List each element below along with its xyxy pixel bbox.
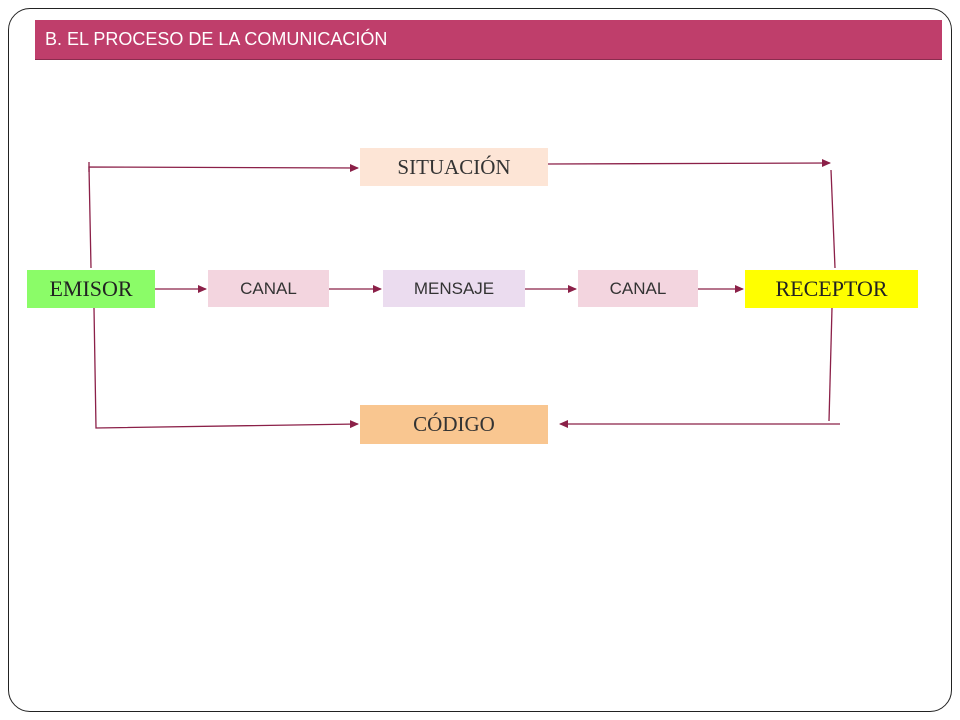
mensaje-label: MENSAJE [413, 278, 495, 298]
codigo-box: CÓDIGO [360, 405, 548, 444]
canal-label-1: CANAL [240, 278, 297, 298]
emisor-box: EMISOR [27, 270, 155, 308]
connector-emisor-situacion [88, 163, 359, 269]
emisor-label: EMISOR [49, 276, 133, 301]
connector-situacion-receptor [547, 159, 831, 168]
canal-box-1: CANAL [208, 270, 329, 307]
canal-label-2: CANAL [609, 278, 667, 298]
connector-emisor-codigo [93, 307, 359, 429]
connector-receptor-down [828, 307, 833, 422]
mensaje-box: MENSAJE [383, 270, 525, 307]
situacion-box: SITUACIÓN [360, 148, 548, 186]
situacion-label: SITUACIÓN [397, 154, 511, 179]
slide-title: B. EL PROCESO DE LA COMUNICACIÓN [45, 29, 388, 49]
receptor-label: RECEPTOR [775, 276, 888, 301]
slide-title-bar: B. EL PROCESO DE LA COMUNICACIÓN [35, 20, 942, 60]
slide-frame [8, 8, 952, 712]
codigo-label: CÓDIGO [413, 412, 495, 436]
canal-box-2: CANAL [578, 270, 698, 307]
connector-receptor-up [830, 169, 836, 269]
receptor-box: RECEPTOR [745, 270, 918, 308]
